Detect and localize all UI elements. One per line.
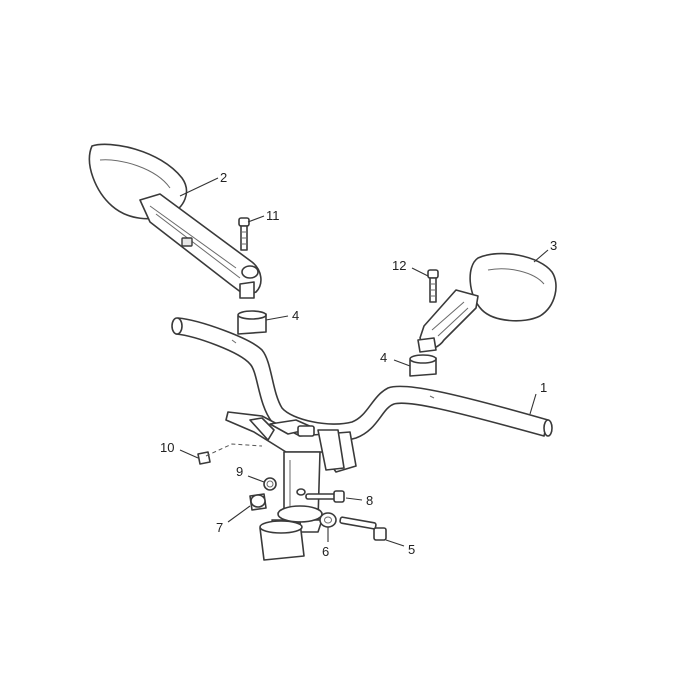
mirror-bushing-left bbox=[237, 310, 267, 335]
bolt-part-5 bbox=[339, 516, 387, 541]
bar-end-weight bbox=[259, 520, 305, 561]
handlebar bbox=[171, 317, 553, 442]
screw-part-11 bbox=[238, 217, 250, 251]
callout-12: 12 bbox=[392, 258, 406, 273]
callout-5: 5 bbox=[408, 542, 415, 557]
mirror-bushing-right bbox=[409, 354, 437, 377]
left-mirror bbox=[88, 143, 262, 299]
nut-part-10 bbox=[197, 443, 263, 465]
handlebar-clamp-assembly bbox=[225, 411, 357, 533]
washer-part-6 bbox=[319, 512, 337, 528]
callout-9: 9 bbox=[236, 464, 243, 479]
screw-part-12 bbox=[427, 269, 439, 303]
leader-lines bbox=[179, 177, 549, 547]
nut-part-7 bbox=[249, 493, 267, 511]
right-mirror bbox=[417, 252, 557, 353]
callout-7: 7 bbox=[216, 520, 223, 535]
callout-4-right: 4 bbox=[380, 350, 387, 365]
callout-labels: 1 2 3 4 4 5 6 7 8 9 10 11 12 bbox=[160, 170, 557, 559]
callout-6: 6 bbox=[322, 544, 329, 559]
nut-part-9 bbox=[263, 477, 277, 491]
callout-11: 11 bbox=[266, 208, 280, 223]
callout-3: 3 bbox=[550, 238, 557, 253]
callout-8: 8 bbox=[366, 493, 373, 508]
callout-10: 10 bbox=[160, 440, 174, 455]
callout-4-left: 4 bbox=[292, 308, 299, 323]
callout-1: 1 bbox=[540, 380, 547, 395]
callout-2: 2 bbox=[220, 170, 227, 185]
bolt-part-8 bbox=[305, 490, 345, 503]
